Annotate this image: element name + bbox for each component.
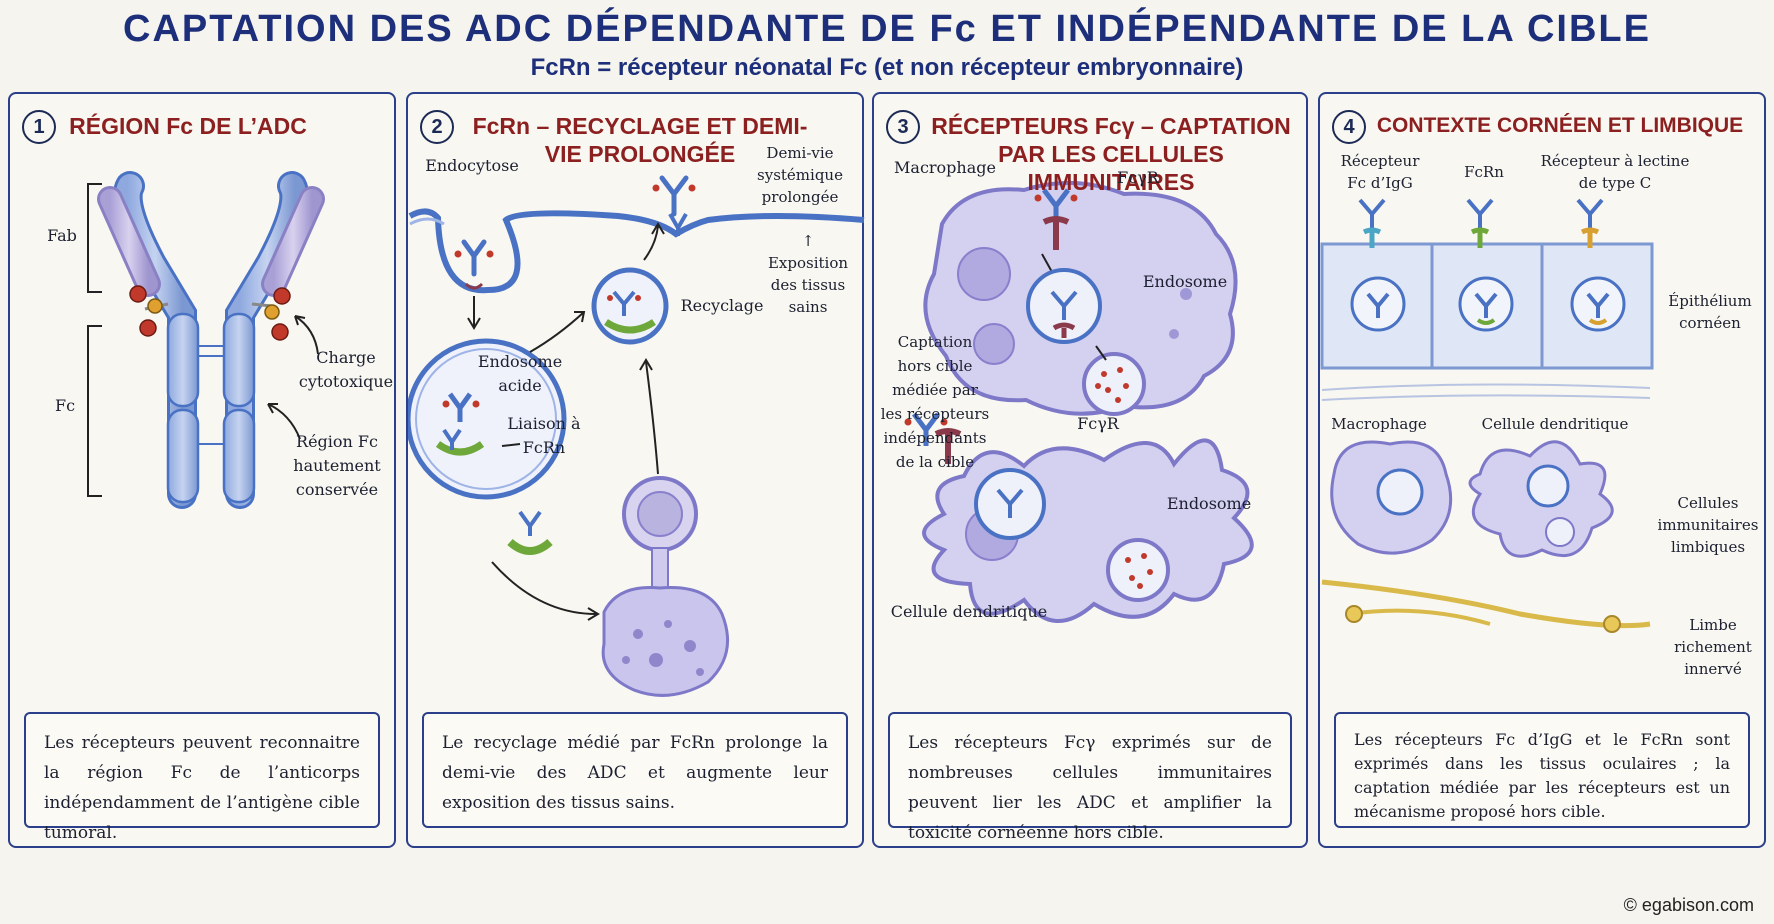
half-life-label: Demi-vie systémique prolongée — [757, 144, 843, 206]
fcgr-label: FcγR — [1117, 168, 1159, 187]
lectin-label: Récepteur à lectine de type C — [1540, 152, 1690, 192]
antibody-icon — [454, 239, 494, 290]
macrophage-label: Macrophage — [894, 158, 996, 177]
panel-title: FcRn – RECYCLAGE ET DEMI-VIE PROLONGÉE — [472, 113, 808, 167]
page-title: CAPTATION DES ADC DÉPENDANTE DE Fc ET IN… — [123, 8, 1651, 50]
payload-label: Charge cytotoxique — [298, 348, 394, 391]
healthy-exposure-label: ↑ Exposition des tissus sains — [767, 232, 849, 316]
endosome-icon — [974, 468, 1170, 602]
endosome-icon — [1350, 276, 1626, 332]
nerve-icon — [1321, 579, 1651, 633]
panel-caption: Les récepteurs Fc d’IgG et le FcRn sont … — [1334, 712, 1750, 828]
cell-icon — [1330, 440, 1614, 558]
payload-icon — [129, 285, 291, 341]
endosome-icon — [1026, 268, 1146, 416]
panel-number: 1 — [22, 110, 56, 144]
panel-title: RÉGION Fc DE L’ADC — [69, 113, 307, 139]
dendritic-label: Cellule dendritique — [890, 602, 1048, 621]
endocytosis-label: Endocytose — [425, 156, 519, 175]
limbal-cells-label: Cellules immunitaires limbiques — [1657, 494, 1759, 556]
panel-number: 4 — [1332, 110, 1366, 144]
dendritic-label: Cellule dendritique — [1481, 415, 1629, 433]
recycling-label: Recyclage — [680, 296, 764, 315]
receptor-icon — [1034, 188, 1078, 250]
macrophage-label: Macrophage — [1331, 415, 1427, 433]
antibody-icon — [97, 171, 325, 509]
fc-label: Fc — [54, 396, 76, 415]
panel-caption: Les récepteurs Fcγ exprimés sur de nombr… — [888, 712, 1292, 843]
receptor-icon — [904, 412, 962, 464]
conserved-label: Région Fc hautement conservée — [293, 432, 381, 499]
cell-icon — [601, 476, 730, 697]
page-subtitle: FcRn = récepteur néonatal Fc (et non réc… — [530, 54, 1244, 81]
panel-title: RÉCEPTEURS Fcγ – CAPTATION PAR LES CELLU… — [931, 113, 1291, 195]
panel-number: 2 — [420, 110, 454, 144]
endosome-label: Endosome — [1142, 272, 1228, 291]
acid-endosome-label: Endosome acide — [477, 352, 563, 395]
fab-label: Fab — [47, 226, 77, 245]
antibody-icon — [652, 175, 696, 217]
fcrn-label: FcRn — [1464, 163, 1504, 181]
fcrn-recycling-illustration — [408, 175, 865, 697]
fcgr-label: FcγR — [1077, 414, 1119, 433]
panel-fc-region: 1 RÉGION Fc DE L’ADC Fab Fc Charge cytot… — [8, 92, 396, 848]
antibody-illustration — [87, 171, 325, 509]
panel-fcgamma-receptors: 3 RÉCEPTEURS Fcγ – CAPTATION PAR LES CEL… — [872, 92, 1308, 848]
epithelium-label: Épithélium cornéen — [1668, 292, 1752, 332]
panel-caption: Les récepteurs peuvent reconnaitre la ré… — [24, 712, 380, 843]
endosome-icon — [408, 338, 567, 500]
corneal-context-illustration — [1320, 198, 1654, 633]
endosome-label: Endosome — [1166, 494, 1252, 513]
fcrn-binding-label: Liaison à FcRn — [507, 414, 581, 457]
panel-fcrn-recycling: 2 FcRn – RECYCLAGE ET DEMI-VIE PROLONGÉE… — [406, 92, 865, 848]
credit: © egabison.com — [1623, 895, 1754, 915]
panel-title: CONTEXTE CORNÉEN ET LIMBIQUE — [1376, 114, 1744, 137]
panel-corneal-context: 4 CONTEXTE CORNÉEN ET LIMBIQUE Récepteur… — [1318, 92, 1766, 848]
panel-caption: Le recyclage médié par FcRn prolonge la … — [422, 712, 848, 828]
igg-receptor-label: Récepteur Fc d’IgG — [1340, 152, 1420, 192]
endosome-icon — [591, 267, 669, 345]
limbus-label: Limbe richement innervé — [1674, 616, 1752, 678]
offtarget-label: Captation hors cible médiée par les réce… — [880, 333, 990, 471]
panel-number: 3 — [886, 110, 920, 144]
receptor-icon — [1358, 198, 1604, 248]
immune-uptake-illustration — [904, 180, 1254, 623]
